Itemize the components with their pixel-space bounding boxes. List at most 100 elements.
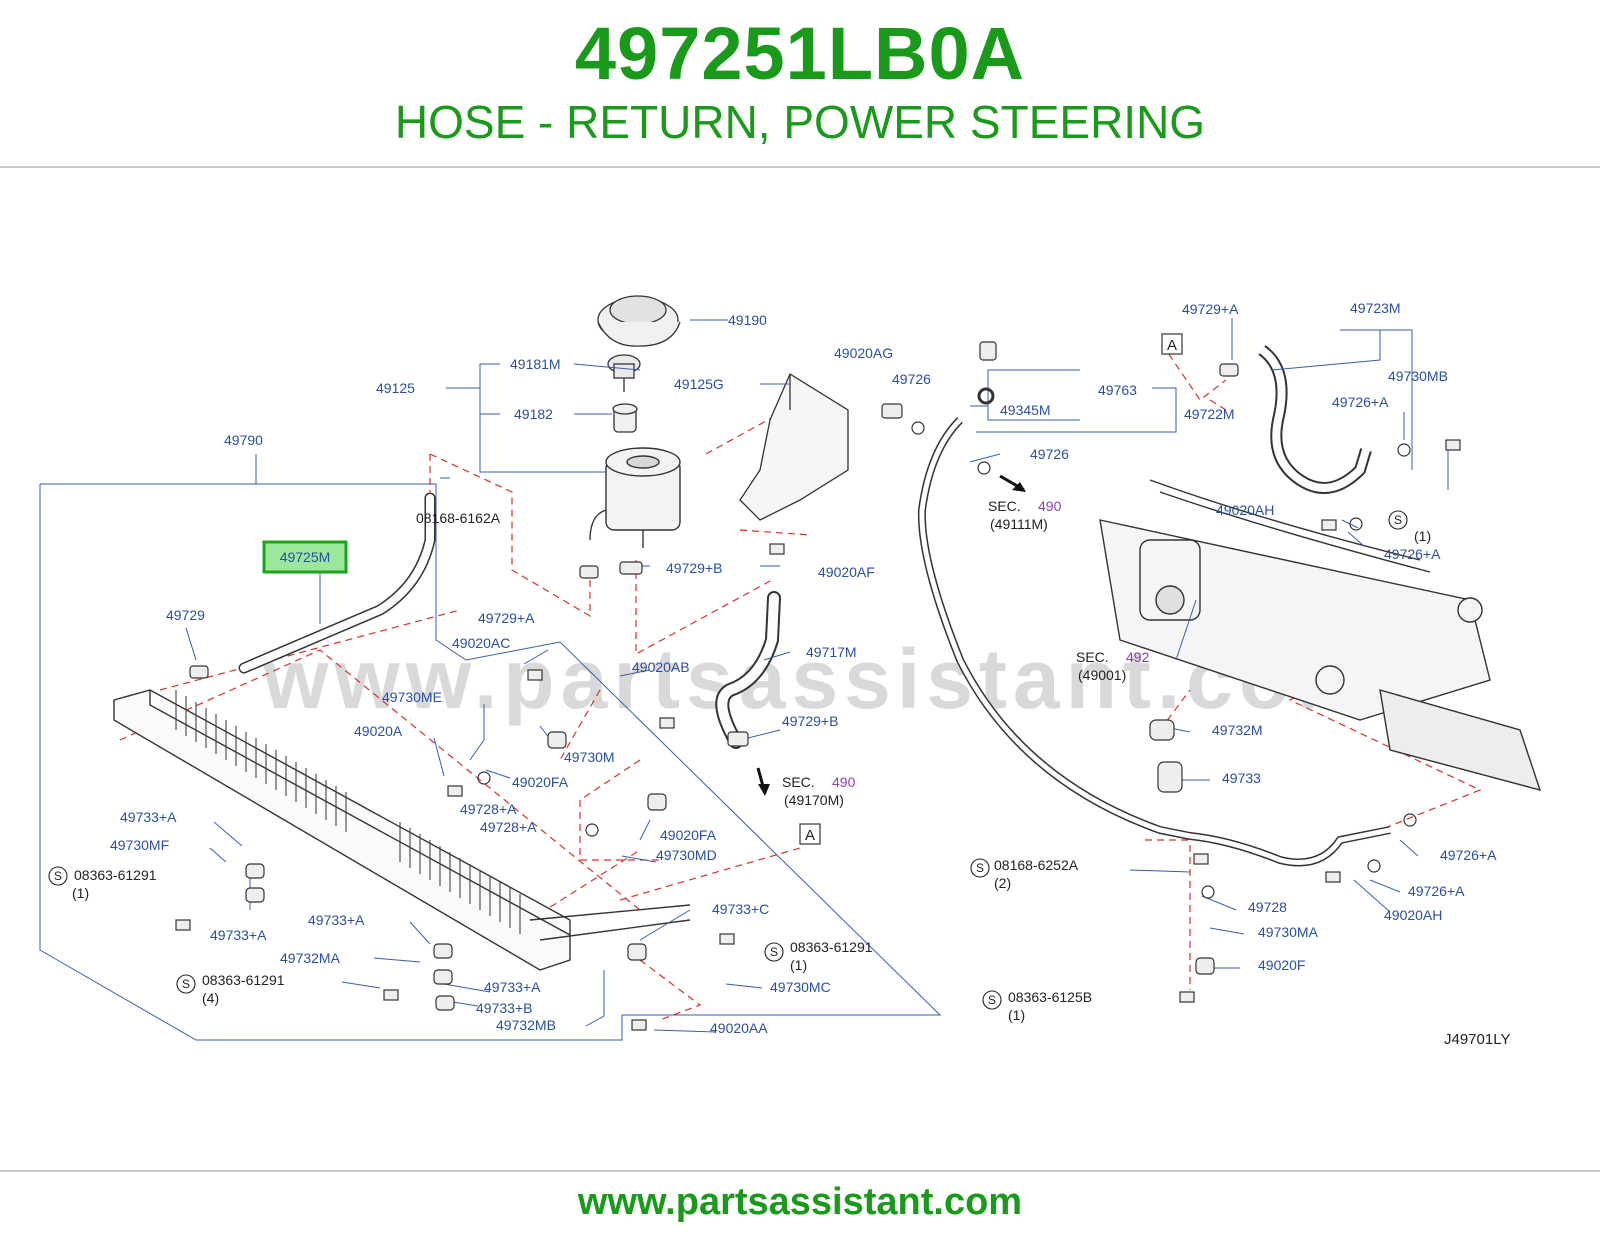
part-label: 49020AF [818,564,875,580]
part-label: 08363-61291 [790,939,873,955]
s-markers [48,510,1408,1010]
part-label: 49729+A [478,610,535,626]
leader-frame [39,454,942,1041]
part-label: 08168-6162A [416,510,501,526]
part-label: 49726+A [1384,546,1441,562]
part-label: 49020AA [710,1020,768,1036]
part-label: 49726 [892,371,931,387]
part-label: 49020AG [834,345,893,361]
part-label: 49732MB [496,1017,556,1033]
part-label: 49020A [354,723,403,739]
part-label: 49790 [224,432,263,448]
part-label: 49020AH [1384,907,1442,923]
svg-text:492: 492 [1126,649,1150,665]
ref-marker-a-1: A [1161,333,1183,355]
part-label: 49729+B [666,560,722,576]
part-label: 49732MA [280,950,341,966]
part-label: 49730ME [382,689,442,705]
fasteners [175,341,1461,1031]
part-label: 49730M [564,749,615,765]
highlighted-part-label[interactable]: 49725M [280,549,331,565]
svg-text:490: 490 [832,774,856,790]
section-arrows [756,474,1026,796]
part-label: 49717M [806,644,857,660]
part-label: 49729+A [1182,301,1239,317]
reservoir-cap-part [597,295,681,347]
svg-text:S: S [54,869,62,883]
part-label: 49733 [1222,770,1261,786]
part-label: 49733+A [484,979,541,995]
part-label: 49020AC [452,635,510,651]
part-label: 49730MA [1258,924,1319,940]
part-label: 49733+A [210,927,267,943]
part-label: (2) [994,875,1011,891]
part-label: 49726+A [1408,883,1465,899]
part-label: 49729+B [782,713,838,729]
header-divider [0,166,1600,168]
svg-text:SEC.: SEC. [988,498,1021,514]
svg-text:S: S [976,861,984,875]
part-label: (1) [1414,528,1431,544]
part-label: 08363-6125B [1008,989,1092,1005]
part-label: 49730MC [770,979,831,995]
footer-divider [0,1170,1600,1172]
part-label: (1) [790,957,807,973]
part-label: 49763 [1098,382,1137,398]
reservoir-bracket-part [739,373,849,521]
oil-cooler-part [113,689,691,971]
part-label: 49728+A [460,801,517,817]
part-label: 49182 [514,406,553,422]
part-label: 49728 [1248,899,1287,915]
part-label: 49732M [1212,722,1263,738]
svg-text:A: A [1167,337,1177,354]
part-label: 49020FA [512,774,569,790]
steering-gear-part [1099,479,1542,792]
part-label: 08363-61291 [74,867,157,883]
part-label: 49729 [166,607,205,623]
part-label: 49733+C [712,901,769,917]
part-label: 49726 [1030,446,1069,462]
part-label: 49733+A [308,912,365,928]
part-label: 49723M [1350,300,1401,316]
svg-text:490: 490 [1038,498,1062,514]
part-label: 49345M [1000,402,1051,418]
reservoir-part [589,447,681,548]
svg-text:(49001): (49001) [1078,667,1126,683]
part-label: 49020FA [660,827,717,843]
part-label: 49020F [1258,957,1305,973]
parts-diagram: www.partsassistant.com [0,168,1600,1170]
diagram-code: J49701LY [1444,1031,1510,1048]
part-label: 49730MD [656,847,717,863]
part-name-subtitle: HOSE - RETURN, POWER STEERING [394,96,1206,148]
part-label: 49181M [510,356,561,372]
part-label: 49728+A [480,819,537,835]
svg-text:S: S [988,993,996,1007]
part-label: 49726+A [1332,394,1389,410]
highlighted-part-box[interactable] [262,540,348,574]
part-label: (1) [72,885,89,901]
svg-text:(49170M): (49170M) [784,792,844,808]
filler-cap-part [607,354,641,392]
part-label: (4) [202,990,219,1006]
part-label: 49125 [376,380,415,396]
part-label: 08168-6252A [994,857,1079,873]
part-label: 49020AH [1216,502,1274,518]
site-url-footer[interactable]: www.partsassistant.com [577,1181,1023,1223]
svg-text:S: S [1394,513,1402,527]
part-label: 08363-61291 [202,972,285,988]
svg-text:SEC.: SEC. [782,774,815,790]
ref-marker-a-2: A [799,823,821,845]
part-label: 49730MB [1388,368,1448,384]
part-label: 49726+A [1440,847,1497,863]
section-refs: SEC. 490 (49111M) SEC. 490 (49170M) SEC.… [782,498,1150,808]
svg-text:S: S [770,945,778,959]
svg-text:A: A [805,827,815,844]
part-labels: 49190 49181M 49125 49182 49125G 49020AG … [72,300,1497,1036]
part-label: 49733+B [476,1000,532,1016]
part-label: 49722M [1184,406,1235,422]
part-label: 49730MF [110,837,169,853]
svg-text:(49111M): (49111M) [990,516,1048,532]
part-label: (1) [1008,1007,1025,1023]
page-header: 497251LB0A HOSE - RETURN, POWER STEERING [0,0,1600,168]
part-label: 49733+A [120,809,177,825]
